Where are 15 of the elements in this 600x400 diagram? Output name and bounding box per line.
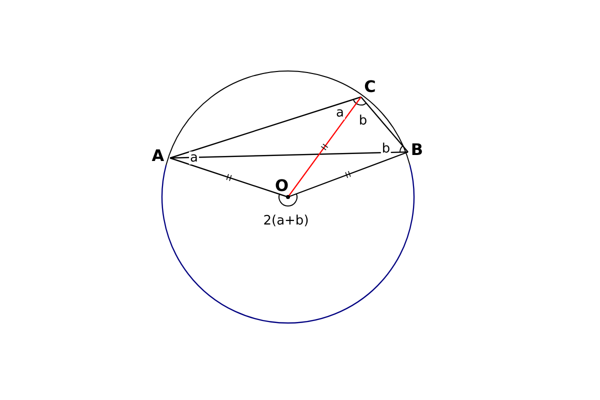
point-label: C <box>364 79 376 95</box>
point-label: A <box>152 148 164 164</box>
point-label: B <box>410 142 424 158</box>
angle-label: b <box>380 142 392 156</box>
line-segment <box>288 151 408 198</box>
angle-label: b <box>358 114 368 128</box>
line-segment <box>170 157 288 198</box>
angle-label: a <box>335 106 345 120</box>
line-segment <box>170 96 362 159</box>
point-label: O <box>275 178 291 200</box>
line-segment <box>360 96 408 152</box>
angle-label: 2(a+b) <box>262 214 310 228</box>
line-segment <box>170 151 408 159</box>
angle-label: a <box>189 152 199 164</box>
line-segment <box>288 96 362 198</box>
